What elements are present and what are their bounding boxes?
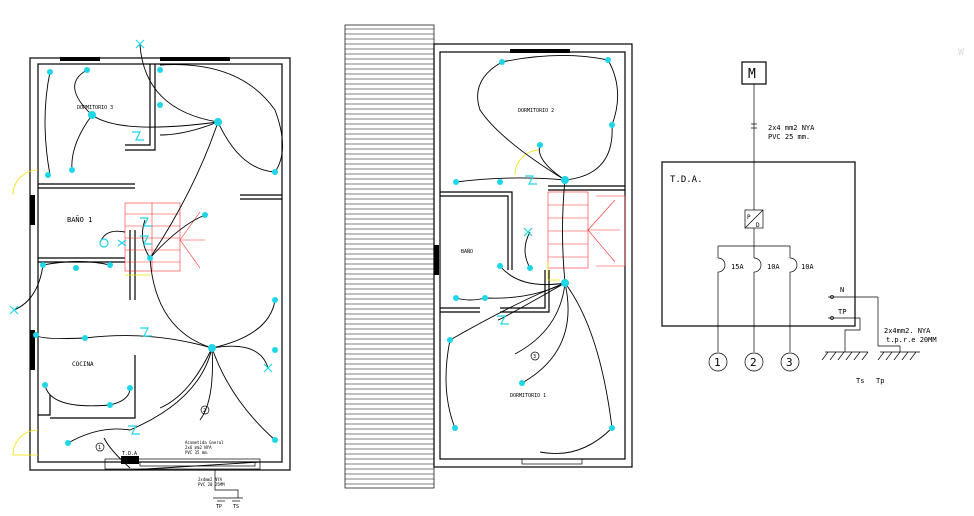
wall-bano-top (440, 191, 513, 270)
circuit-number-2: 2 (203, 408, 206, 414)
window-bottom-right-plan (521, 458, 583, 465)
room-label-bano-right: BAÑO (461, 248, 473, 255)
switch-symbol (132, 131, 144, 141)
breaker-symbol-3 (789, 257, 798, 273)
wall-cocina-right (50, 355, 136, 419)
room-label-cocina: COCINA (72, 361, 94, 368)
tda-panel-title: T.D.A. (670, 175, 703, 185)
pd-label-p: P (747, 214, 751, 221)
wall-hall-r (500, 270, 546, 309)
ground-symbol-tp (877, 346, 920, 361)
wall-hall-r2 (500, 270, 550, 313)
circuit-label-3: 3 (786, 356, 793, 369)
stairs-grid (124, 202, 205, 272)
bottom-entrance (104, 458, 261, 470)
note-line-1: Acometida Gneral (185, 440, 224, 445)
circuit-circle-1 (708, 352, 728, 372)
bottom-note-1: 2x4mm2 NYA (198, 477, 223, 482)
circuit-marker-1 (95, 442, 105, 452)
window-left-1 (30, 195, 35, 225)
stairs-right (547, 191, 626, 269)
window-top-left (60, 57, 100, 61)
right-floor-plan: DORMITORIO 2 BAÑO DORMITORIO 1 3 (433, 43, 633, 468)
breaker-rating-1: 15A (731, 263, 744, 271)
tda-box-left (121, 456, 139, 464)
wall-cocina-corner (38, 395, 51, 416)
fixture-cross-top (135, 39, 145, 49)
room-label-dormitorio-1: DORMITORIO 1 (510, 393, 546, 399)
meter-label: M (748, 67, 756, 82)
pd-diagonal (744, 209, 764, 229)
circuit-number-3: 3 (533, 354, 536, 360)
ground-route-2 (844, 318, 861, 352)
circuit-marker-2 (200, 405, 210, 415)
left-plan-fixtures (9, 39, 278, 446)
breaker-rating-3: 10A (801, 263, 814, 271)
ground-spec-1: 2x4mm2. NYA (884, 327, 931, 335)
ground-label-ts-schematic: Ts (856, 377, 864, 385)
left-floor-plan: DORMITORIO 3 BAÑO 1 COCINA T.D.A 1 2 Aco… (9, 39, 291, 510)
tda-label-left: T.D.A (122, 451, 137, 457)
ground-lead (214, 470, 239, 498)
bottom-note-2: PVC 20 25MM (198, 482, 225, 487)
ground-route-1 (877, 297, 900, 347)
cable-spec-1: 2x4 mm2 NYA (768, 124, 815, 132)
circuit-marker-3 (530, 351, 540, 361)
left-plan-inner-wall (37, 63, 283, 463)
pd-label-d: D (756, 222, 760, 229)
ground-label-tp-schematic: Tp (876, 377, 884, 385)
hatched-strip (344, 24, 435, 489)
window-right-plan-left (434, 245, 439, 275)
left-plan-wiring (13, 44, 283, 471)
circuit-number-1: 1 (98, 445, 101, 451)
tda-panel (661, 161, 856, 327)
wall-bano-top-2 (440, 195, 509, 270)
door-arc-bottom (12, 429, 39, 456)
room-label-bano-1: BAÑO 1 (67, 215, 92, 224)
circuit-circle-3 (780, 352, 800, 372)
right-plan-fixtures (447, 57, 615, 431)
window-left-2 (30, 330, 35, 370)
note-line-2: 2x6 mm2 NYA (185, 445, 212, 450)
breaker-symbol-2 (753, 257, 762, 273)
door-arc-r1 (514, 149, 541, 176)
door-arc-left (12, 169, 39, 196)
note-line-3: PVC 35 mm. (185, 450, 209, 455)
breaker-rating-2: 10A (767, 263, 780, 271)
room-label-dormitorio-2: DORMITORIO 2 (518, 108, 554, 114)
breaker-symbol-1 (717, 257, 726, 273)
ground-spec-2: t.p.r.e 20MM (886, 336, 937, 344)
tp-label: TP (838, 308, 846, 316)
window-top-right (160, 57, 230, 61)
circuit-label-2: 2 (750, 356, 757, 369)
left-plan-outer-wall (29, 57, 291, 471)
neutral-terminal (830, 295, 834, 299)
corner-watermark-mark: W (958, 47, 965, 58)
room-label-dormitorio-3: DORMITORIO 3 (77, 105, 113, 111)
ground-label-tp: TP (216, 504, 222, 510)
door-arc-r2 (547, 262, 560, 281)
ground-label-ts: TS (233, 504, 239, 510)
single-line-schematic: M 2x4 mm2 NYA PVC 25 mm. T.D.A. P D 15A … (661, 61, 937, 385)
neutral-label: N (840, 286, 844, 294)
tp-terminal (830, 316, 834, 320)
circuit-circle-2 (744, 352, 764, 372)
circuit-label-1: 1 (714, 356, 721, 369)
window-top-right-plan (510, 49, 570, 53)
cable-spec-2: PVC 25 mm. (768, 133, 810, 141)
outlet (84, 67, 90, 73)
wall-dorm-right-2 (125, 64, 156, 151)
wall-dorm-right (125, 64, 151, 146)
right-plan-wiring (445, 55, 619, 455)
ground-symbol-ts (821, 351, 869, 361)
